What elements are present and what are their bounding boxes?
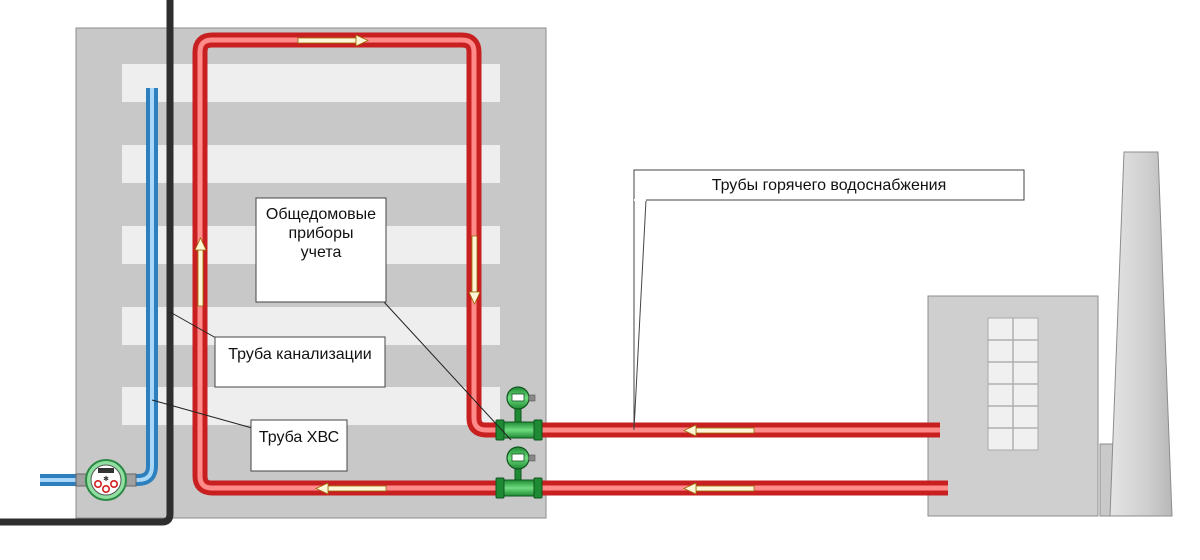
callout-meters: Общедомовые приборы учета (255, 197, 512, 441)
boiler-house (927, 151, 1173, 517)
water-meter-icon: ✱ (75, 459, 137, 501)
flow-arrow-icon (683, 482, 755, 495)
flowmeter-icon (495, 446, 543, 499)
flow-arrow-icon (194, 237, 207, 307)
floor-stripe (122, 387, 500, 425)
floor-stripe (122, 64, 500, 102)
callout-cold-water-pipe: Труба ХВС (151, 399, 348, 472)
callout-sewer-pipe: Труба канализации (169, 311, 386, 388)
sewer-pipe (0, 0, 174, 526)
flow-arrow-icon (297, 34, 369, 47)
chimney (1109, 151, 1173, 517)
svg-text:✱: ✱ (103, 475, 109, 483)
meters-label-line-3: учета (301, 244, 342, 261)
meters-label-line-2: приборы (289, 225, 354, 242)
flowmeter-icon (495, 386, 543, 441)
flow-arrow-icon (315, 482, 387, 495)
hot-water-pipes-label: Трубы горячего водоснабжения (712, 177, 947, 194)
floor-stripe (122, 145, 500, 183)
sewer-pipe-label: Труба канализации (228, 346, 371, 363)
flow-arrow-icon (468, 235, 481, 305)
meters-label-line-1: Общедомовые (266, 206, 376, 223)
cold-water-pipe (40, 88, 158, 486)
cold-water-pipe-label: Труба ХВС (259, 429, 339, 446)
window-icon (987, 317, 1039, 451)
callout-hot-water-pipes: Трубы горячего водоснабжения (633, 169, 1025, 431)
flow-arrow-icon (683, 424, 755, 437)
